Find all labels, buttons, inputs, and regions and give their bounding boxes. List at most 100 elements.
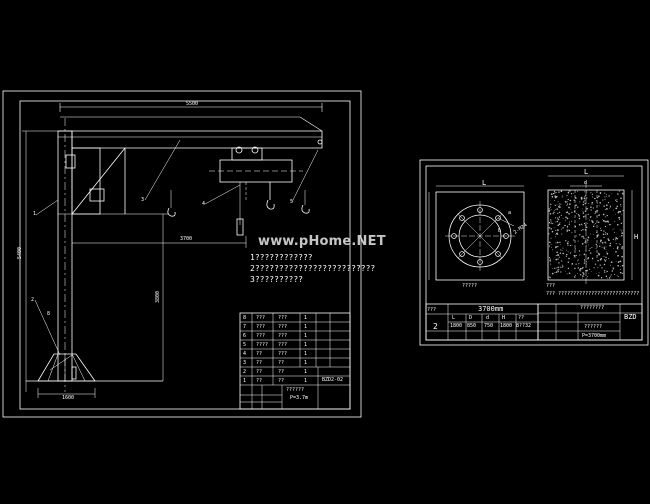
- concrete-speck: [548, 208, 550, 210]
- concrete-speck: [590, 209, 592, 211]
- concrete-speck: [616, 200, 618, 203]
- note-1: 1????????????: [250, 253, 313, 262]
- parts-table-cell: ???: [278, 324, 288, 330]
- concrete-speck: [562, 252, 565, 255]
- concrete-speck: [613, 209, 615, 211]
- concrete-speck: [604, 271, 606, 273]
- right-title-load: P=3700mm: [582, 333, 607, 339]
- concrete-speck: [616, 223, 619, 226]
- parts-table-cell: 1: [304, 333, 308, 339]
- concrete-speck: [574, 236, 576, 238]
- trolley-wheel-left: [235, 146, 243, 154]
- concrete-speck: [559, 206, 561, 208]
- concrete-speck: [605, 242, 607, 244]
- concrete-speck: [594, 211, 597, 213]
- concrete-speck: [571, 263, 574, 265]
- concrete-speck: [554, 192, 556, 194]
- concrete-speck: [584, 241, 587, 243]
- concrete-speck: [566, 194, 568, 197]
- concrete-speck: [548, 245, 550, 246]
- concrete-speck: [582, 275, 584, 277]
- concrete-speck: [557, 258, 559, 260]
- concrete-speck: [578, 217, 581, 220]
- concrete-speck: [583, 222, 586, 225]
- concrete-speck: [549, 246, 550, 248]
- concrete-speck: [603, 205, 605, 207]
- concrete-speck: [583, 260, 586, 262]
- spec-column-header: D: [469, 315, 473, 321]
- concrete-speck: [575, 274, 577, 276]
- concrete-speck: [566, 201, 568, 203]
- concrete-speck: [584, 215, 586, 216]
- slewing-motor: [89, 188, 105, 202]
- concrete-speck: [606, 196, 608, 197]
- spec-row-label: 2: [433, 322, 438, 331]
- concrete-speck: [553, 210, 555, 211]
- concrete-speck: [606, 194, 608, 196]
- concrete-speck: [582, 235, 584, 238]
- concrete-speck: [558, 191, 560, 193]
- note-3: 3??????????: [250, 275, 303, 284]
- concrete-speck: [567, 261, 570, 263]
- leader-3: [144, 139, 181, 201]
- parts-table-cell: 2: [243, 369, 247, 375]
- concrete-speck: [566, 227, 568, 229]
- concrete-speck: [619, 244, 621, 246]
- concrete-speck: [587, 276, 589, 278]
- concrete-speck: [617, 211, 620, 214]
- concrete-speck: [586, 277, 588, 279]
- concrete-speck: [583, 229, 585, 231]
- concrete-speck: [591, 201, 593, 204]
- concrete-speck: [548, 210, 551, 212]
- concrete-speck: [568, 221, 570, 223]
- concrete-speck: [558, 256, 560, 258]
- concrete-speck: [617, 193, 619, 195]
- concrete-speck: [554, 272, 556, 273]
- concrete-speck: [606, 220, 609, 223]
- concrete-speck: [566, 242, 569, 245]
- concrete-speck: [621, 231, 622, 233]
- concrete-speck: [604, 192, 606, 194]
- concrete-speck: [557, 200, 559, 202]
- concrete-speck: [597, 259, 599, 262]
- concrete-speck: [594, 212, 596, 214]
- concrete-speck: [583, 273, 585, 276]
- concrete-speck: [619, 235, 621, 237]
- concrete-speck: [581, 242, 584, 245]
- concrete-speck: [596, 231, 598, 233]
- concrete-speck: [585, 249, 587, 251]
- concrete-speck: [567, 191, 570, 194]
- concrete-speck: [582, 210, 584, 212]
- concrete-speck: [619, 271, 622, 274]
- hoist-trolley-top: [231, 147, 263, 161]
- concrete-speck: [583, 259, 586, 261]
- concrete-speck: [614, 213, 616, 215]
- concrete-speck: [573, 193, 574, 194]
- concrete-speck: [567, 245, 569, 246]
- spec-table-grid: [426, 304, 538, 340]
- balloon-5: 5: [290, 199, 294, 205]
- concrete-speck: [557, 224, 559, 227]
- concrete-speck: [566, 205, 568, 207]
- concrete-speck: [584, 199, 586, 201]
- concrete-speck: [594, 238, 595, 239]
- concrete-speck: [585, 246, 587, 248]
- concrete-speck: [599, 264, 601, 266]
- concrete-speck: [581, 277, 583, 279]
- parts-table-cell: ???: [278, 333, 288, 339]
- concrete-speck: [618, 242, 620, 244]
- concrete-speck: [561, 249, 563, 251]
- concrete-speck: [561, 233, 563, 235]
- concrete-speck: [574, 267, 576, 270]
- concrete-speck: [616, 238, 619, 240]
- concrete-speck: [580, 198, 583, 200]
- concrete-speck: [555, 229, 557, 231]
- concrete-speck: [555, 236, 557, 238]
- concrete-speck: [579, 269, 581, 271]
- concrete-speck: [586, 191, 588, 193]
- concrete-speck: [616, 274, 618, 276]
- leader-4: [204, 184, 241, 205]
- concrete-speck: [556, 220, 559, 223]
- concrete-speck: [551, 195, 554, 198]
